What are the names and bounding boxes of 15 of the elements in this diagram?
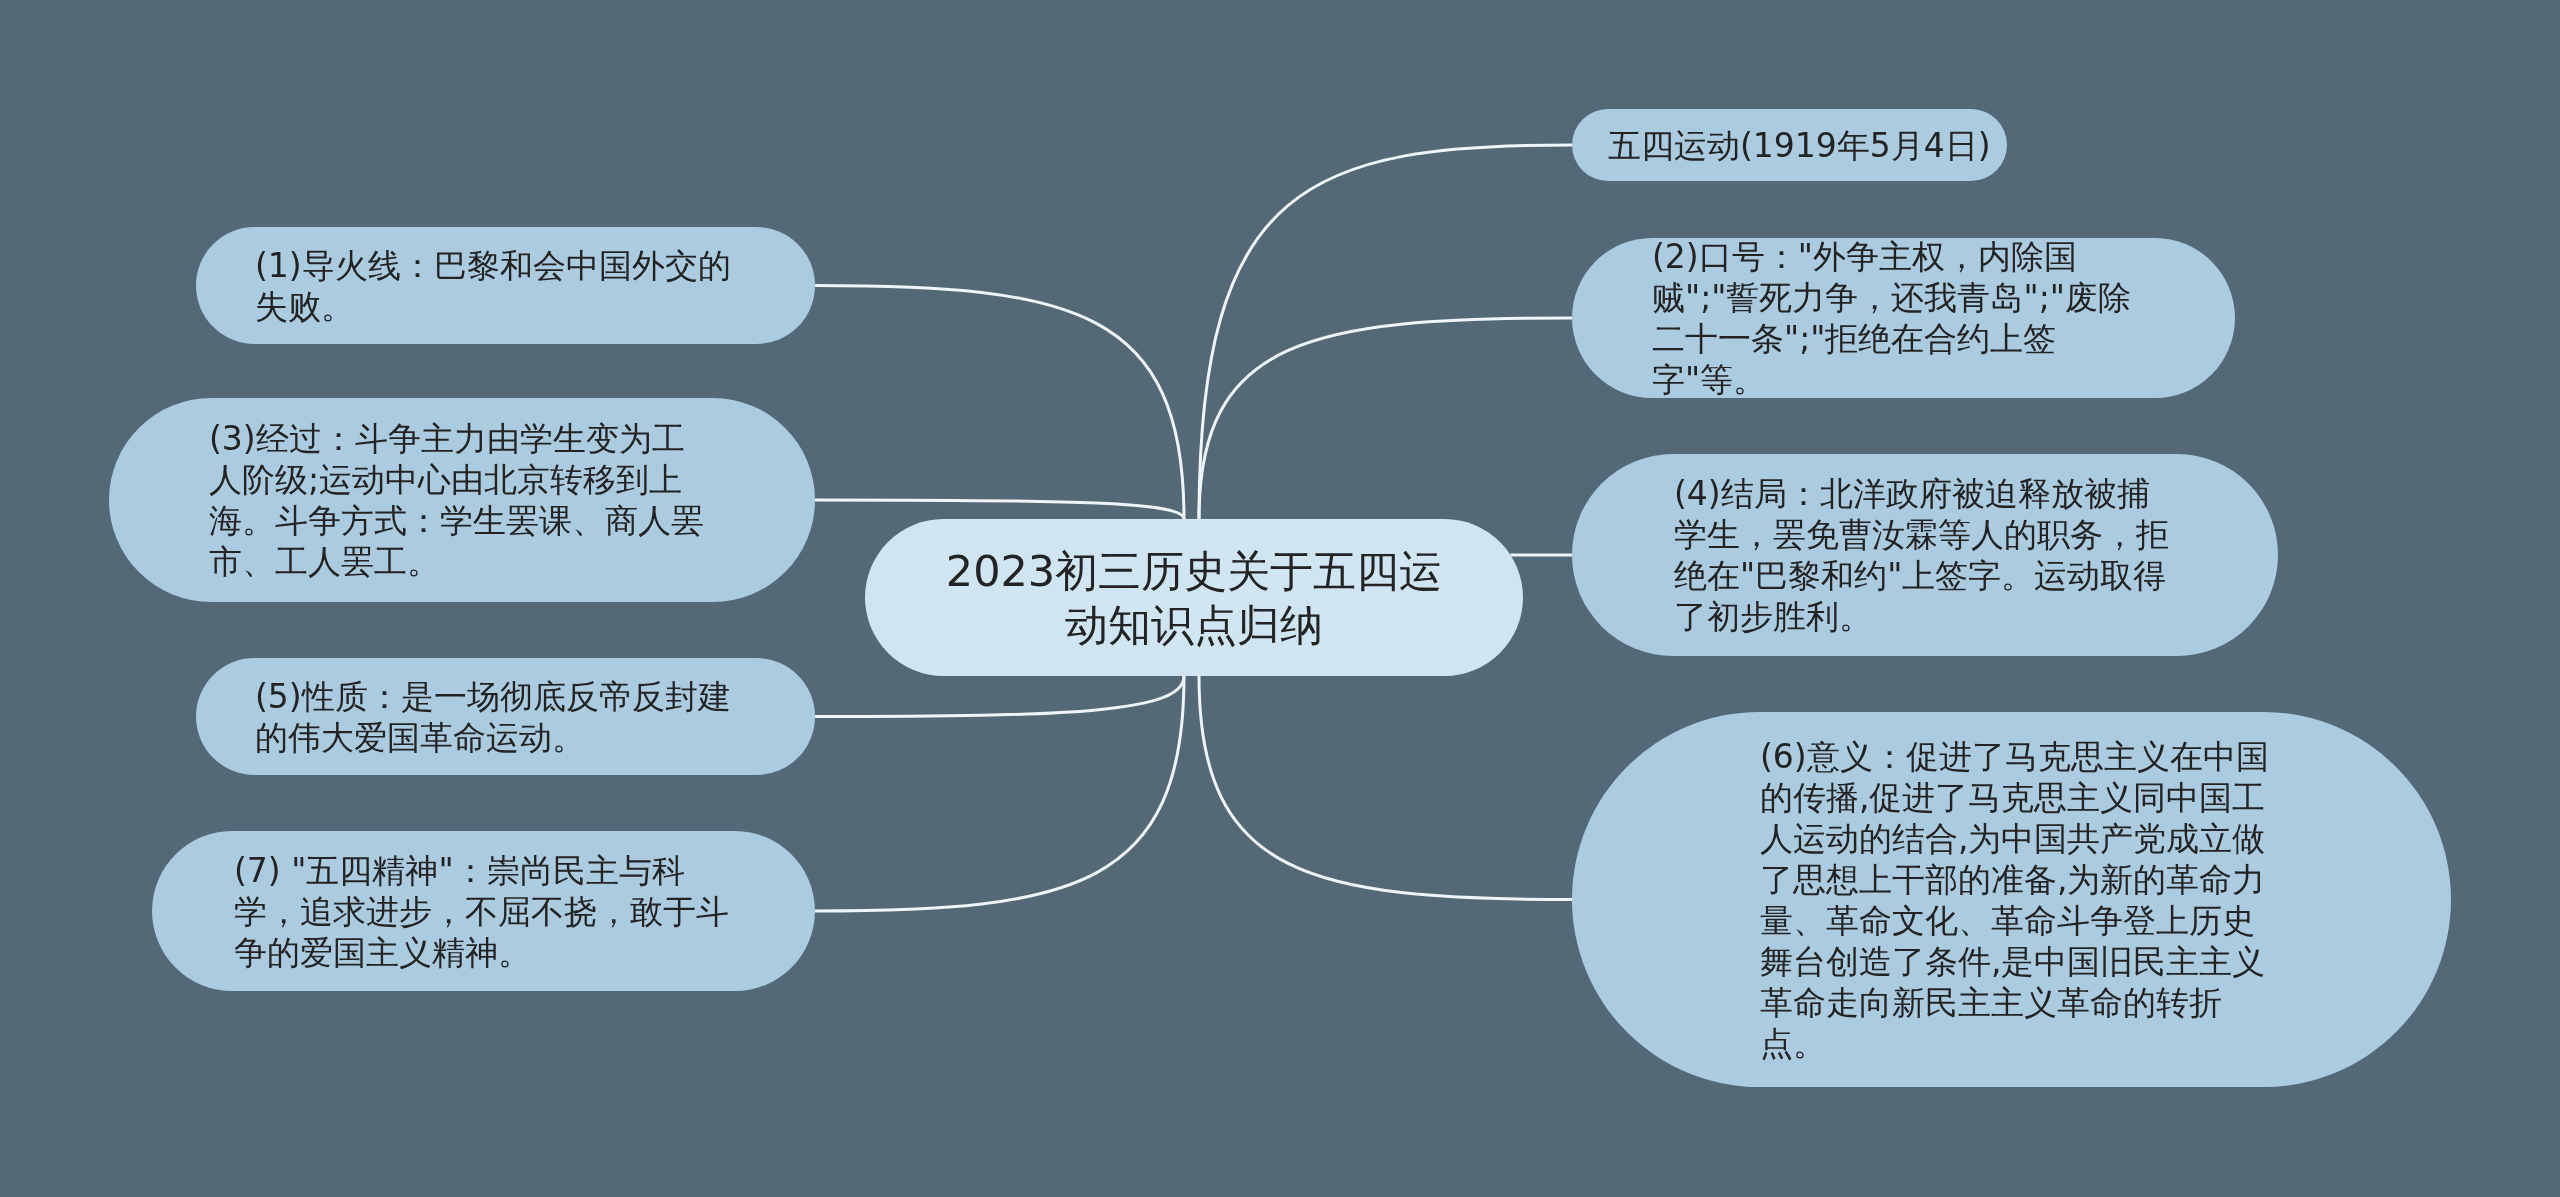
connector-line <box>1197 316 1572 520</box>
topic-text: (3)经过：斗争主力由学生变为工人阶级;运动中心由北京转移到上海。斗争方式：学生罢课、商人罢市、工人罢工。 <box>209 418 705 582</box>
topic-text: (6)意义：促进了马克思主义在中国的传播,促进了马克思主义同中国工人运动的结合,为中国共产党成立做了思想上干部的准备,为新的革命力量、革命文化、革命斗争登上历史舞台创造了条件,是中国旧民主主义革命走向新民主主义革命的转折点。 <box>1760 735 2270 1064</box>
connector-line <box>1510 553 1572 557</box>
connector-line <box>1197 675 1572 901</box>
topic-text: 五四运动(1919年5月4日) <box>1608 124 1992 166</box>
topic-text: (2)口号："外争主权，内除国贼";"誓死力争，还我青岛";"废除二十一条";"拒绝在合约上签字"等。 <box>1652 236 2132 400</box>
topic-text: (5)性质：是一场彻底反帝反封建的伟大爱国革命运动。 <box>255 675 732 758</box>
topic-text: (4)结局：北洋政府被迫释放被捕学生，罢免曹汝霖等人的职务，拒绝在"巴黎和约"上签字。运动取得了初步胜利。 <box>1674 473 2170 637</box>
topic-text: (1)导火线：巴黎和会中国外交的失败。 <box>255 244 732 327</box>
topic-title: 2023初三历史关于五四运动知识点归纳 <box>944 544 1444 652</box>
connector-line <box>815 675 1186 913</box>
connector-line <box>1197 143 1573 520</box>
connector-line <box>815 498 1186 520</box>
topic-text: (7) "五四精神"：崇尚民主与科学，追求进步，不屈不挠，敢于斗争的爱国主义精神。 <box>234 849 729 973</box>
